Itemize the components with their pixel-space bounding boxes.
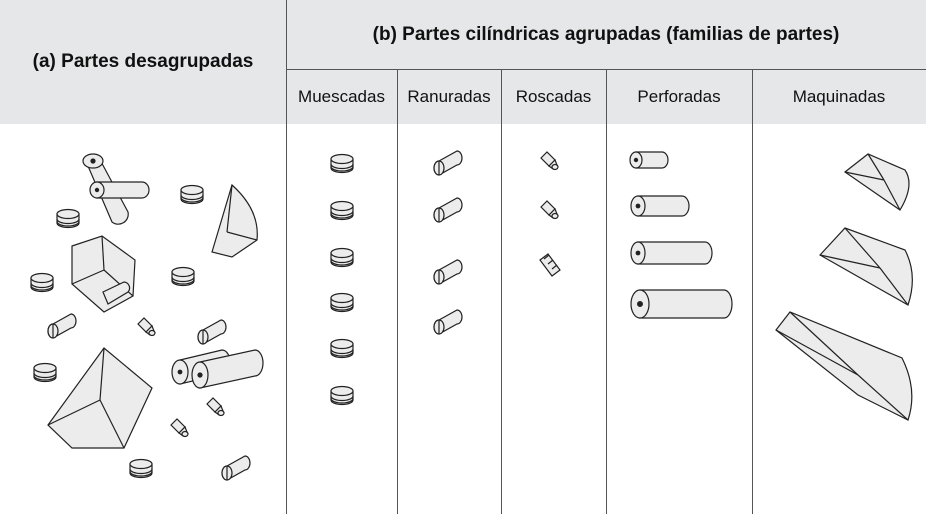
column-header-perforadas: Perforadas	[637, 87, 721, 106]
grouped-parts-title: (b) Partes cilíndricas agrupadas (famili…	[372, 24, 840, 45]
column-header-roscadas: Roscadas	[515, 87, 592, 106]
column-header-muescadas: Muescadas	[298, 87, 385, 106]
column-divider-main	[286, 0, 287, 514]
family-roscadas	[539, 151, 561, 277]
column-header-ranuradas: Ranuradas	[407, 87, 491, 106]
family-maquinadas	[775, 153, 913, 421]
family-muescadas	[330, 153, 354, 406]
column-divider-2	[501, 70, 502, 514]
header-divider	[286, 69, 926, 70]
column-divider-3	[606, 70, 607, 514]
family-ranuradas	[433, 150, 463, 335]
family-perforadas	[629, 151, 733, 319]
ungrouped-parts-title: (a) Partes desagrupadas	[32, 51, 254, 72]
column-divider-1	[397, 70, 398, 514]
ungrouped-parts	[30, 153, 264, 481]
header-band	[0, 0, 926, 124]
column-divider-4	[752, 70, 753, 514]
column-header-maquinadas: Maquinadas	[792, 87, 886, 106]
